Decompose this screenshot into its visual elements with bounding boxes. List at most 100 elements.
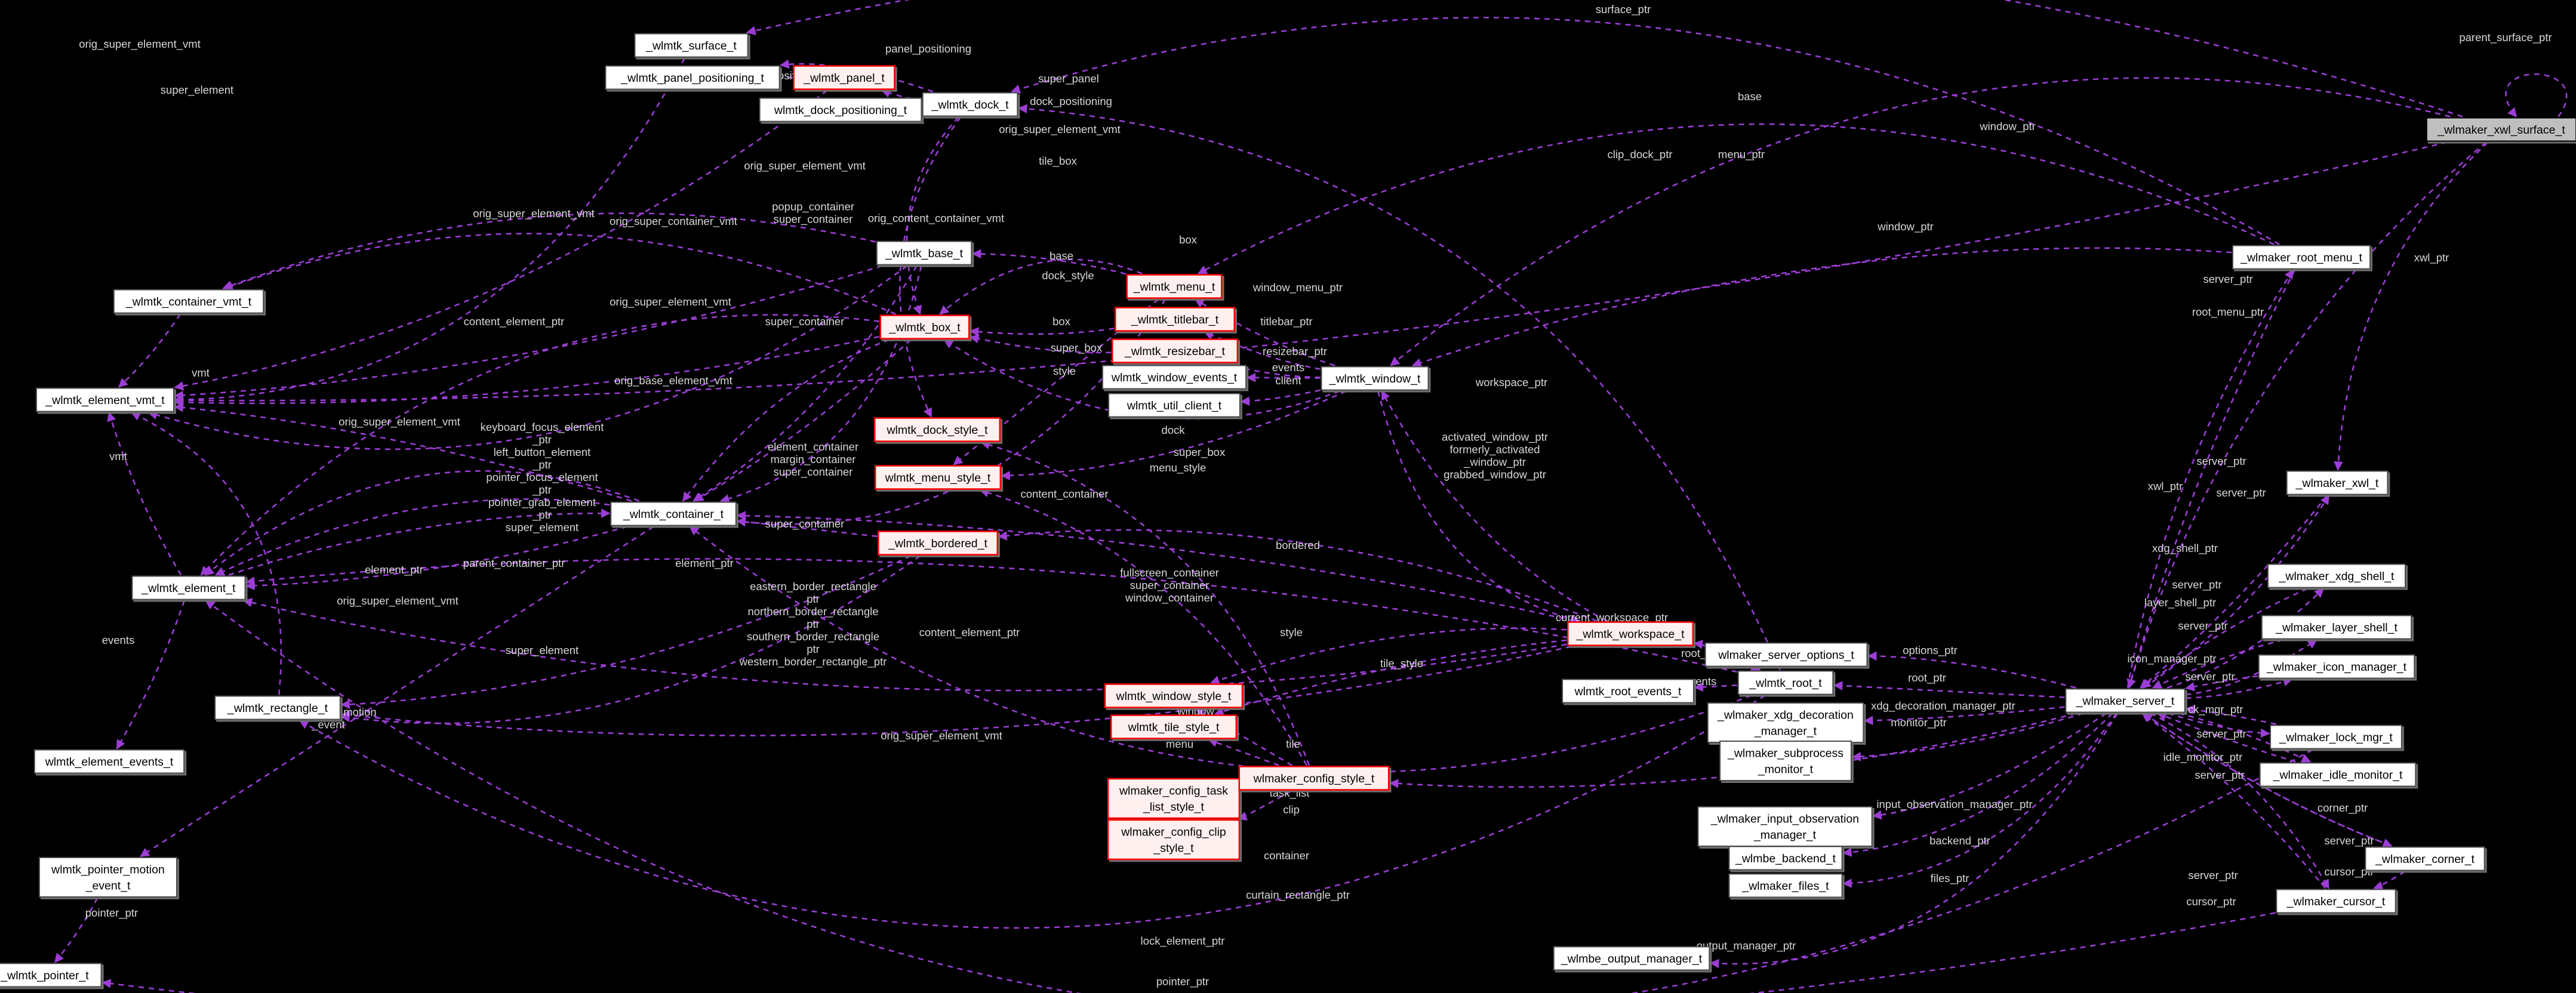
node-root_events[interactable]: wlmtk_root_events_t [1562,679,1694,704]
node-box [873,417,1001,442]
node-element[interactable]: _wlmtk_element_t [131,575,246,600]
node-layer_shell[interactable]: _wlmaker_layer_shell_t [2261,615,2412,640]
node-window[interactable]: _wlmtk_window_t [1321,366,1429,391]
edge-label: bordered [1276,539,1320,551]
node-icon_manager[interactable]: _wlmaker_icon_manager_t [2258,654,2415,679]
node-server_options[interactable]: wlmaker_server_options_t [1704,642,1868,667]
node-container_vmt[interactable]: _wlmtk_container_vmt_t [113,289,264,314]
node-label: wlmtk_window_events_t [1111,371,1238,384]
node-xwl_surface[interactable]: _wlmaker_xwl_surface_t [2426,117,2576,142]
edge-label: server_ptr [2196,727,2246,741]
node-input_observation[interactable]: _wlmaker_input_observation_manager_t [1697,806,1873,847]
node-cursor[interactable]: _wlmaker_cursor_t [2276,889,2396,914]
node-dock_positioning[interactable]: wlmtk_dock_positioning_t [759,97,922,122]
node-files[interactable]: _wlmaker_files_t [1728,873,1843,898]
node-label-line: _wlmtk_rectangle_t [227,702,328,715]
edge-label-line: _ptr [532,433,552,446]
edge-config_style-to-tile_style [1208,738,1279,766]
node-corner[interactable]: _wlmaker_corner_t [2365,846,2485,871]
node-box [1719,741,1852,781]
node-backend[interactable]: _wlmbe_backend_t [1728,846,1843,871]
node-idle_monitor[interactable]: _wlmaker_idle_monitor_t [2259,762,2417,787]
node-container[interactable]: _wlmtk_container_t [610,501,737,526]
edge-label-line: pointer_ptr [1156,975,1209,988]
node-rectangle[interactable]: _wlmtk_rectangle_t [214,695,341,720]
node-label-line: _wlmtk_element_t [141,582,236,595]
node-workspace[interactable]: _wlmtk_workspace_t [1566,621,1694,646]
node-subprocess[interactable]: _wlmaker_subprocess_monitor_t [1719,741,1852,781]
node-server[interactable]: _wlmaker_server_t [2065,688,2186,713]
node-output_manager[interactable]: _wlmbe_output_manager_t [1553,946,1710,971]
edge-label: tile_box [1039,155,1078,168]
edge-label-line: super_element [506,644,578,657]
node-menu_style[interactable]: wlmtk_menu_style_t [874,465,1002,490]
node-label-line: _wlmaker_server_t [2076,695,2175,708]
node-root_menu[interactable]: _wlmaker_root_menu_t [2232,245,2371,270]
node-config_clip[interactable]: wlmaker_config_clip_style_t [1107,819,1241,861]
edge-box-to-container_vmt [223,233,896,315]
node-box [2270,724,2402,750]
node-label-line: _wlmtk_box_t [888,321,961,334]
edge-label: orig_super_container_vmt [610,215,737,228]
edge-xwl_surface-to-surface [746,0,2463,118]
node-pointer[interactable]: _wlmtk_pointer_t [0,963,102,988]
node-surface[interactable]: _wlmtk_surface_t [634,33,749,58]
node-root[interactable]: _wlmtk_root_t [1737,670,1834,695]
edge-corner-to-cursor [2373,871,2405,890]
node-element_events[interactable]: wlmtk_element_events_t [33,749,185,774]
node-resizebar[interactable]: _wlmtk_resizebar_t [1111,338,1239,363]
node-base[interactable]: _wlmtk_base_t [876,240,972,266]
edge-label-line: dock_style [1042,269,1094,282]
node-box [1238,766,1390,791]
edge-label: parent_surface_ptr [2459,31,2552,44]
edge-label: dock_positioning [1030,95,1112,108]
edge-label-line: server_ptr [2196,727,2246,741]
edge-label: xdg_shell_ptr [2152,542,2218,555]
node-window_events[interactable]: wlmtk_window_events_t [1101,365,1247,390]
edge-server-to-backend [1842,713,2113,857]
node-element_vmt[interactable]: _wlmtk_element_vmt_t [36,387,174,412]
node-box[interactable]: _wlmtk_box_t [879,314,970,340]
edge-config_style-to-config_clip [1237,790,1292,821]
node-label-line: wlmtk_window_style_t [1116,690,1232,703]
node-util_client[interactable]: wlmtk_util_client_t [1108,393,1241,418]
node-label: wlmtk_tile_style_t [1128,721,1220,734]
edge-window-to-workspace [1377,391,1580,624]
node-label: _wlmaker_corner_t [2375,853,2475,866]
node-xwl[interactable]: _wlmaker_xwl_t [2286,470,2389,495]
node-box [1562,679,1694,704]
edge-layer_shell-to-server [2152,639,2283,689]
edge-label: content_container [1020,488,1108,501]
node-bordered[interactable]: _wlmtk_bordered_t [878,531,998,556]
edge-label-line: monitor_ptr [1891,716,1947,729]
node-window_style[interactable]: wlmtk_window_style_t [1104,683,1244,708]
node-xdg_decoration[interactable]: _wlmaker_xdg_decoration_manager_t [1707,702,1864,743]
node-dock[interactable]: _wlmtk_dock_t [922,92,1018,117]
edge-label: output_manager_ptr [1697,939,1796,952]
node-config_task_list[interactable]: wlmaker_config_task_list_style_t [1107,778,1241,819]
node-tile_style[interactable]: wlmtk_tile_style_t [1110,714,1238,739]
node-label-line: wlmtk_util_client_t [1127,399,1222,412]
node-lock_mgr[interactable]: _wlmaker_lock_mgr_t [2270,724,2402,750]
edge-label-line: lock_mgr_ptr [2180,703,2243,716]
node-xdg_shell[interactable]: _wlmaker_xdg_shell_t [2267,563,2406,588]
edge-box-to-element [200,314,879,576]
edge-label-line: vmt [192,366,210,379]
node-dock_style[interactable]: wlmtk_dock_style_t [873,417,1001,442]
edge-bordered-to-container [736,517,878,538]
node-label: wlmtk_dock_style_t [886,424,988,437]
node-box [2258,654,2415,679]
node-panel_positioning[interactable]: _wlmtk_panel_positioning_t [605,65,780,90]
node-panel[interactable]: _wlmtk_panel_t [793,65,895,90]
node-menu[interactable]: _wlmtk_menu_t [1126,274,1223,299]
edge-server-to-input_observation [1872,713,2107,820]
edge-dock-to-panel_positioning [780,59,934,92]
node-pointer_motion[interactable]: wlmtk_pointer_motion_event_t [39,857,177,898]
edge-label-line: ptr [807,618,820,630]
node-config_style[interactable]: wlmaker_config_style_t [1238,766,1390,791]
node-titlebar[interactable]: _wlmtk_titlebar_t [1115,307,1235,332]
edge-label: server_ptr [2216,486,2266,499]
node-box [879,314,970,340]
